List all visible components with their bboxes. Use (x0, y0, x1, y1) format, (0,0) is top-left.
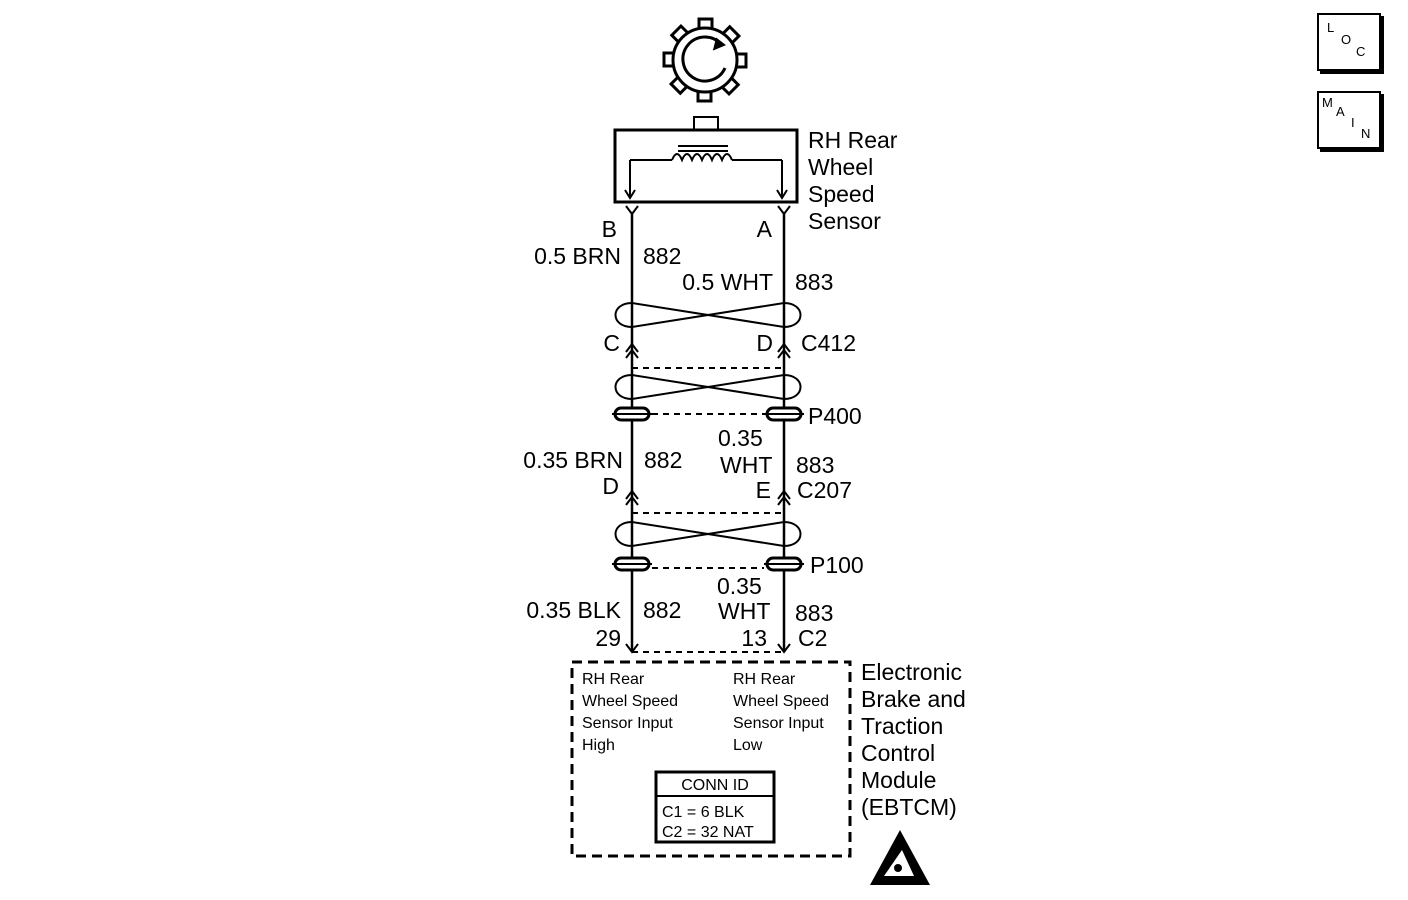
wire-seg1-right-circuit: 883 (795, 269, 833, 295)
c2-pin-left: 29 (595, 625, 621, 651)
wire-seg2-right-size: 0.35 (718, 425, 763, 451)
sensor-name-line-4: Sensor (808, 208, 881, 234)
loc-letter-o: O (1341, 32, 1352, 47)
input-low-line-2: Wheel Speed (733, 693, 829, 710)
main-letter-a: A (1336, 104, 1345, 119)
module-name-line-5: Module (861, 767, 936, 793)
conn-id-c2: C2 = 32 NAT (662, 824, 754, 841)
wire-seg1-left-size-color: 0.5 BRN (534, 243, 621, 269)
conn-id-title: CONN ID (681, 777, 749, 794)
input-low-line-3: Sensor Input (733, 715, 824, 732)
c412-name: C412 (801, 330, 856, 356)
module-name-line-4: Control (861, 740, 935, 766)
input-high-line-3: Sensor Input (582, 715, 673, 732)
esd-warning-icon (870, 830, 930, 885)
grommet-p400 (612, 406, 804, 422)
p400-name: P400 (808, 403, 862, 429)
sensor-name-line-1: RH Rear (808, 127, 898, 153)
sensor-pin-b: B (602, 216, 617, 242)
p100-name: P100 (810, 552, 864, 578)
loc-letter-c: C (1356, 44, 1366, 59)
wire-seg2-right-circuit: 883 (796, 452, 834, 478)
c2-name: C2 (798, 625, 827, 651)
wire-seg1-left-circuit: 882 (643, 243, 681, 269)
main-letter-m: M (1322, 95, 1333, 110)
module-name-line-2: Brake and (861, 686, 966, 712)
module-name-line-1: Electronic (861, 659, 962, 685)
loc-button[interactable]: L O C (1317, 13, 1381, 71)
main-letter-i: I (1351, 115, 1355, 130)
c207-pin-right: E (756, 477, 771, 503)
tone-wheel-icon (662, 17, 748, 103)
twisted-pair-1 (614, 301, 802, 329)
grommet-p100 (612, 556, 804, 653)
input-high-line-4: High (582, 737, 615, 754)
twisted-pair-2 (614, 367, 802, 401)
ebtcm-module-box (570, 660, 852, 858)
sensor-name-line-2: Wheel (808, 154, 873, 180)
loc-letter-l: L (1327, 20, 1335, 35)
module-name-line-3: Traction (861, 713, 943, 739)
input-low-line-4: Low (733, 737, 763, 754)
twisted-pair-3 (614, 512, 802, 548)
wire-seg2-left-circuit: 882 (644, 447, 682, 473)
sensor-name-line-3: Speed (808, 181, 875, 207)
wire-seg3-right-color: WHT (718, 598, 770, 624)
input-high-line-2: Wheel Speed (582, 693, 678, 710)
c207-pin-left: D (602, 473, 619, 499)
main-button[interactable]: M A I N (1317, 91, 1381, 149)
input-low-line-1: RH Rear (733, 671, 796, 688)
c412-pin-left: C (603, 330, 620, 356)
wire-seg3-right-size: 0.35 (717, 573, 762, 599)
wire-seg3-left-circuit: 882 (643, 597, 681, 623)
terminal-chevrons (625, 205, 791, 654)
main-letter-n: N (1361, 126, 1371, 141)
conn-id-c1: C1 = 6 BLK (662, 804, 745, 821)
sensor-pin-a: A (757, 216, 773, 242)
c207-name: C207 (797, 477, 852, 503)
input-high-line-1: RH Rear (582, 671, 645, 688)
module-name-line-6: (EBTCM) (861, 794, 957, 820)
wire-seg3-left-size-color: 0.35 BLK (526, 597, 621, 623)
wire-seg1-right-size-color: 0.5 WHT (682, 269, 773, 295)
wire-seg3-right-circuit: 883 (795, 600, 833, 626)
c412-pin-right: D (756, 330, 773, 356)
wire-seg2-left-size-color: 0.35 BRN (523, 447, 623, 473)
c2-pin-right: 13 (741, 625, 767, 651)
wheel-speed-sensor (613, 116, 799, 204)
wire-seg2-right-color: WHT (720, 452, 772, 478)
